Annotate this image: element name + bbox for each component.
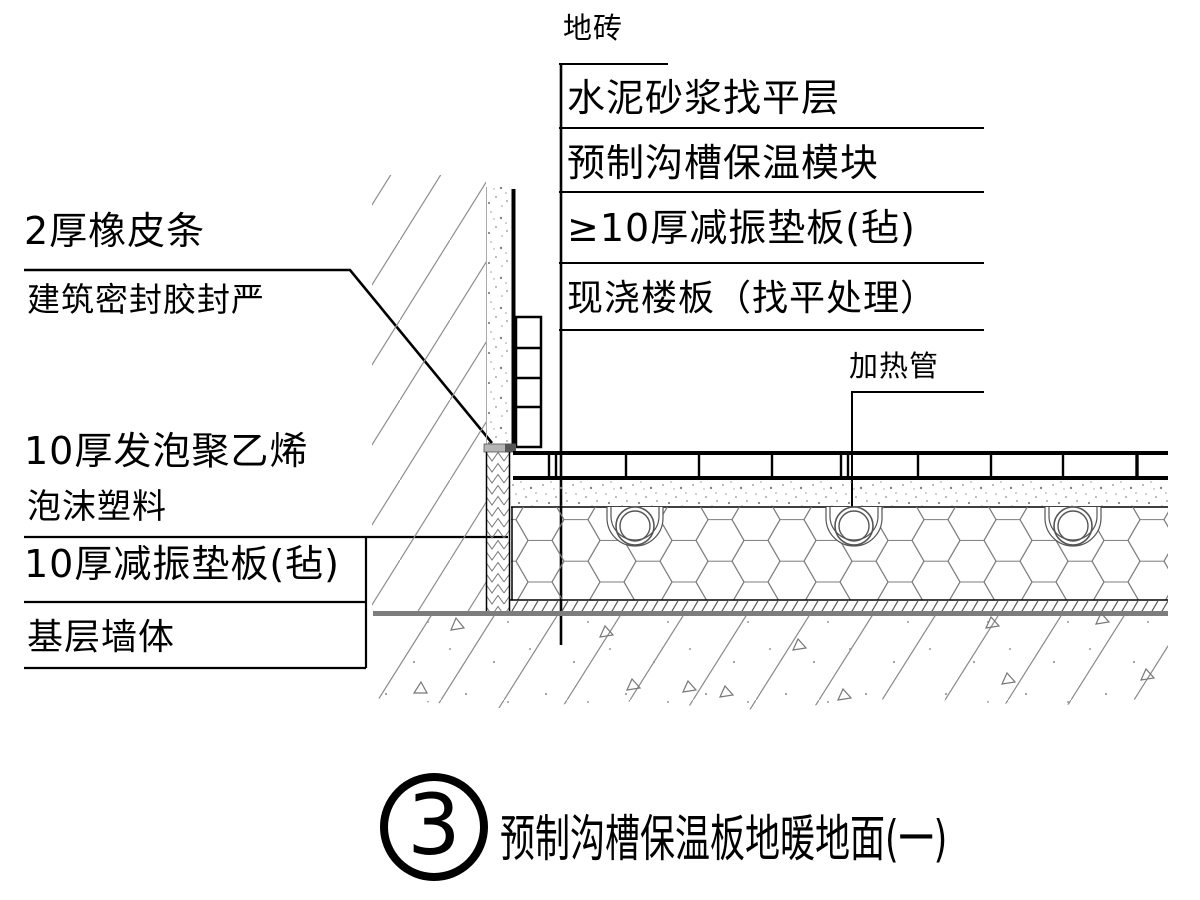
callout-base-wall: 基层墙体 [27, 617, 176, 658]
heating-pipes [606, 506, 1102, 547]
callout-damping-pad-top: ≥10厚减振垫板(毡) [567, 206, 916, 250]
callout-heating-pipe: 加热管 [849, 349, 940, 383]
right-callout-lines [559, 63, 984, 645]
callout-foam-pe-line2: 泡沫塑料 [27, 487, 167, 527]
wall-hatch [372, 175, 486, 612]
callout-mortar-levelling: 水泥砂浆找平层 [567, 76, 841, 120]
callout-rubber-strip: 2厚橡皮条 [24, 209, 206, 253]
plaster-layer [486, 187, 512, 444]
sealant-joint [483, 443, 516, 453]
mortar-layer [511, 480, 1168, 506]
detail-title: 预制沟槽保温板地暖地面(一) [500, 810, 948, 868]
callout-insulation-module: 预制沟槽保温模块 [567, 141, 880, 185]
detail-number: 3 [407, 776, 461, 874]
tile-layer [513, 451, 1168, 480]
detail-number-circle: 3 [380, 773, 488, 881]
heating-pipe [825, 506, 883, 547]
heating-pipe [1044, 506, 1102, 547]
callout-sealant: 建筑密封胶封严 [27, 280, 265, 319]
damping-pad-layer [510, 599, 1168, 612]
wall-section [372, 175, 543, 612]
callout-damping-pad-wall: 10厚减振垫板(毡) [24, 542, 341, 586]
callout-floor-tile: 地砖 [563, 11, 624, 45]
heating-pipe [606, 506, 664, 547]
structural-slab [373, 611, 1168, 710]
skirting-blocks [514, 315, 543, 449]
aggregate-triangles [412, 611, 1156, 701]
callout-cast-slab: 现浇楼板（找平处理） [567, 278, 938, 319]
floor-layers [373, 451, 1168, 616]
callout-foam-pe-line1: 10厚发泡聚乙烯 [24, 429, 309, 473]
edge-foam-strip [485, 452, 511, 612]
